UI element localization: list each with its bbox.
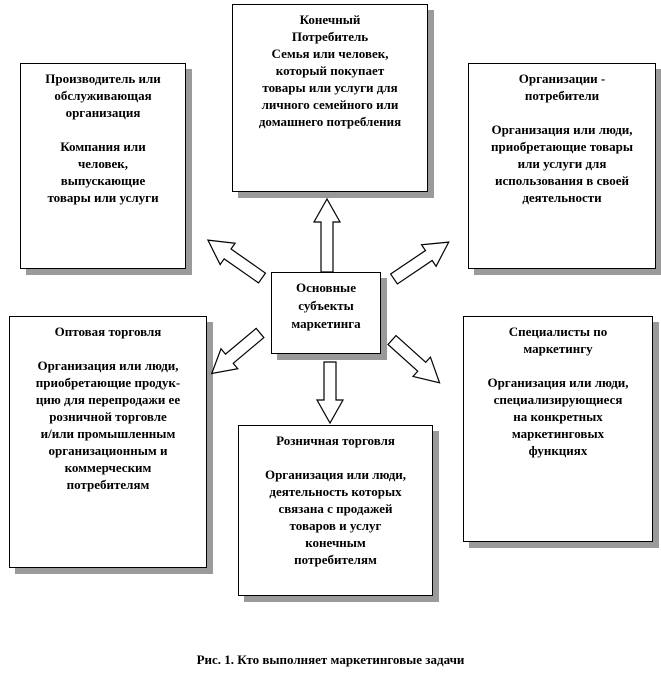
org-consumers-title: Организации - потребители xyxy=(518,71,606,103)
wholesale-box: Оптовая торговля Организация или люди, п… xyxy=(9,316,207,568)
retail-box: Розничная торговля Организация или люди,… xyxy=(238,425,433,596)
arrow-to-org-consumers xyxy=(389,241,450,285)
specialists-title: Специалисты по маркетингу xyxy=(508,324,608,356)
arrow-to-specialists xyxy=(387,334,441,384)
producer-description: Компания или человек, выпускающие товары… xyxy=(47,139,159,205)
arrow-to-producer xyxy=(206,239,267,284)
specialists-description: Организация или люди, специализирующиеся… xyxy=(487,375,629,458)
producer-title: Производитель или обслуживающая организа… xyxy=(45,71,161,120)
org-consumers-description: Организация или люди, приобретающие това… xyxy=(491,122,633,205)
wholesale-description: Организация или люди, приобретающие прод… xyxy=(35,358,181,492)
arrow-to-consumer xyxy=(312,197,342,273)
producer-box: Производитель или обслуживающая организа… xyxy=(20,63,186,269)
wholesale-title: Оптовая торговля xyxy=(54,324,162,339)
specialists-box: Специалисты по маркетингу Организация ил… xyxy=(463,316,653,542)
center-label: Основные субъекты маркетинга xyxy=(291,280,361,331)
consumer-description: Семья или человек, который покупает това… xyxy=(258,46,402,129)
retail-description: Организация или люди, деятельность котор… xyxy=(264,467,407,567)
consumer-title: Конечный Потребитель xyxy=(291,12,369,44)
arrow-to-retail xyxy=(315,361,345,425)
org-consumers-box: Организации - потребители Организация ил… xyxy=(468,63,656,269)
figure-caption: Рис. 1. Кто выполняет маркетинговые зада… xyxy=(196,652,465,667)
arrow-to-wholesale xyxy=(210,327,265,375)
retail-title: Розничная торговля xyxy=(276,433,395,448)
consumer-box: Конечный Потребитель Семья или человек, … xyxy=(232,4,428,192)
center-box: Основные субъекты маркетинга xyxy=(271,272,381,354)
